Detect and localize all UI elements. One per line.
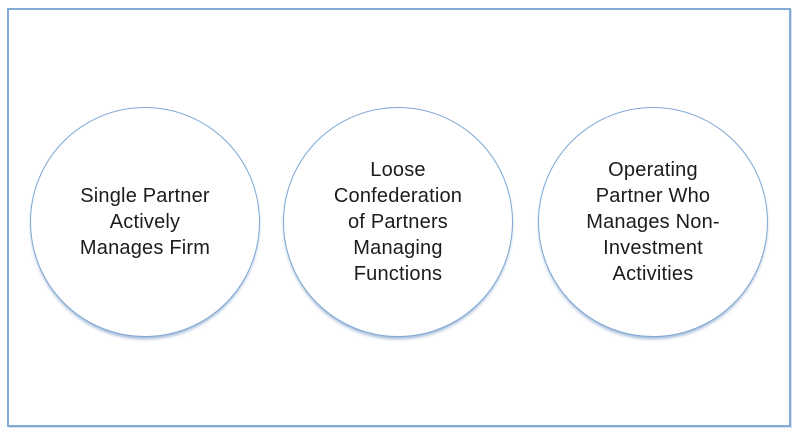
label-line: Partner Who [595,185,711,207]
label-line: of Partners [347,211,449,233]
circle-single-partner: Single Partner Actively Manages Firm [30,107,260,337]
label-line: Manages Firm [79,237,211,259]
outer-frame [7,8,791,427]
label-line: Manages Non- [586,211,720,233]
circle-loose-confederation: Loose Confederation of Partners Managing… [283,107,513,337]
label-line: Managing [353,237,443,259]
label-line: Confederation [333,185,463,207]
label-line: Loose [370,159,426,181]
label-line: Single Partner [80,185,210,207]
label-line: Activities [612,263,694,285]
label-line: Investment [603,237,703,259]
label-line: Functions [353,263,443,285]
circle-single-partner-label: Single Partner Actively Manages Firm [62,183,228,261]
label-line: Operating [608,159,698,181]
circle-loose-confederation-label: Loose Confederation of Partners Managing… [316,157,480,287]
label-line: Actively [109,211,181,233]
circle-operating-partner-label: Operating Partner Who Manages Non- Inves… [568,157,738,287]
circle-operating-partner: Operating Partner Who Manages Non- Inves… [538,107,768,337]
